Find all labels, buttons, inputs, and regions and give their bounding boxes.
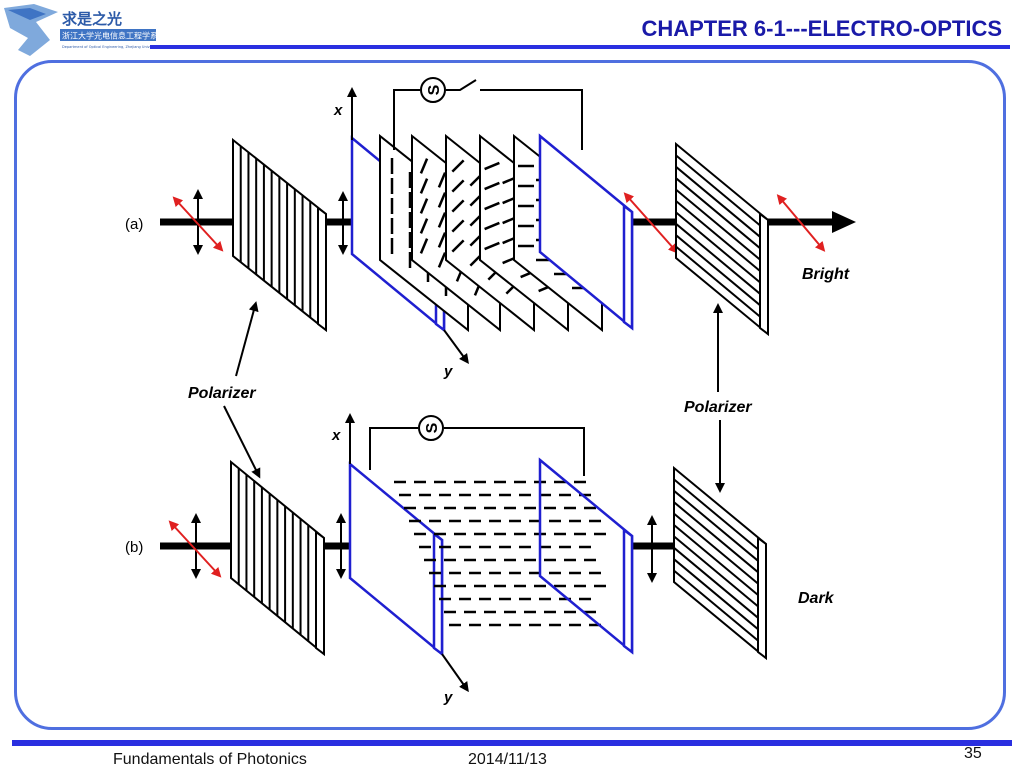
page-title: CHAPTER 6-1---ELECTRO-OPTICS	[641, 16, 1002, 41]
molecule-mark	[451, 239, 465, 253]
molecule-mark	[419, 178, 429, 194]
left-polarizer-a	[232, 137, 327, 333]
right-polarizer-a	[675, 141, 769, 337]
polarizer-line	[673, 501, 759, 573]
y-axis-label-a: y	[443, 363, 453, 380]
molecule-mark	[451, 199, 465, 213]
polarizer-line	[675, 200, 761, 272]
logo-subtitle-en: Department of Optical Engineering, Zheji…	[62, 45, 160, 49]
logo-swoosh-icon	[4, 4, 58, 56]
polarizer-line	[675, 245, 761, 318]
polarizer-line	[675, 177, 761, 249]
right-polarizer-b	[673, 465, 767, 661]
source-label-a: S	[426, 84, 443, 95]
output-diagonal-arrow-bright	[776, 194, 826, 252]
y-axis-label-b: y	[443, 689, 453, 706]
case-b-label: (b)	[125, 539, 143, 556]
molecule-mark	[419, 238, 429, 254]
molecule-mark	[437, 172, 447, 188]
voltage-source-icon-a	[420, 77, 446, 103]
case-a: S x y (a) Bright	[125, 77, 856, 380]
polarizer-line	[673, 558, 759, 630]
x-axis-label-a: x	[333, 102, 343, 119]
molecule-mark	[484, 181, 500, 191]
footer-rule	[12, 740, 1012, 746]
y-axis-arrow-b	[441, 653, 469, 693]
y-axis-arrow-a	[443, 329, 469, 365]
case-b: S x y (b) Dark	[125, 413, 835, 706]
molecule-mark	[451, 159, 465, 173]
polarizer-line	[675, 154, 761, 227]
input-diagonal-arrow-b	[168, 520, 222, 578]
polarizer-label-left: Polarizer	[188, 385, 256, 402]
molecule-mark	[484, 201, 500, 211]
slide-date: 2014/11/13	[468, 751, 547, 768]
molecule-mark	[451, 219, 465, 233]
header-rule	[150, 45, 1010, 49]
pointer-arrow-left-up	[235, 301, 259, 377]
molecule-mark	[419, 198, 429, 214]
polarizer-line	[673, 512, 759, 585]
course-name: Fundamentals of Photonics	[113, 751, 307, 768]
back-electrode-b	[538, 457, 634, 655]
polarizer-line	[673, 535, 759, 608]
molecule-mark	[484, 161, 500, 171]
molecule-mark	[437, 212, 447, 228]
molecule-mark	[437, 192, 447, 208]
polarizer-line	[675, 211, 761, 284]
polarizer-line	[673, 569, 759, 642]
input-diagonal-arrow-a	[172, 196, 224, 252]
polarizer-line	[673, 478, 759, 551]
logo-subtitle: 浙江大学光电信息工程学系	[62, 31, 158, 41]
case-a-label: (a)	[125, 216, 143, 233]
polarizer-line	[673, 547, 759, 619]
molecule-mark	[419, 218, 429, 234]
circuit-wire-b	[369, 427, 418, 470]
polarizer-line	[675, 234, 761, 306]
left-polarizer-b	[230, 459, 325, 657]
page-number: 35	[964, 745, 982, 762]
x-axis-label-b: x	[331, 427, 341, 444]
molecule-mark	[484, 241, 500, 251]
department-logo: 求是之光 浙江大学光电信息工程学系 Department of Optical …	[4, 4, 160, 56]
pointer-arrow-left-down	[223, 405, 261, 479]
molecule-mark	[437, 252, 447, 268]
polarizer-line	[673, 524, 759, 596]
content-frame	[14, 60, 1006, 730]
polarizer-line	[675, 188, 761, 261]
polarizer-line	[675, 223, 761, 295]
dark-label: Dark	[798, 590, 835, 607]
circuit-wire-a	[393, 89, 420, 150]
bright-label: Bright	[802, 266, 850, 283]
molecule-mark	[451, 179, 465, 193]
molecule-mark	[484, 221, 500, 231]
molecule-mark	[419, 158, 429, 174]
source-label-b: S	[424, 422, 441, 433]
molecule-mark	[437, 232, 447, 248]
polarizer-label-right: Polarizer	[684, 399, 752, 416]
polarizer-line	[675, 166, 761, 238]
polarizer-line	[673, 490, 759, 562]
logo-title: 求是之光	[62, 10, 122, 28]
output-diagonal-arrow-a	[623, 192, 679, 254]
voltage-source-icon-b	[418, 415, 444, 441]
